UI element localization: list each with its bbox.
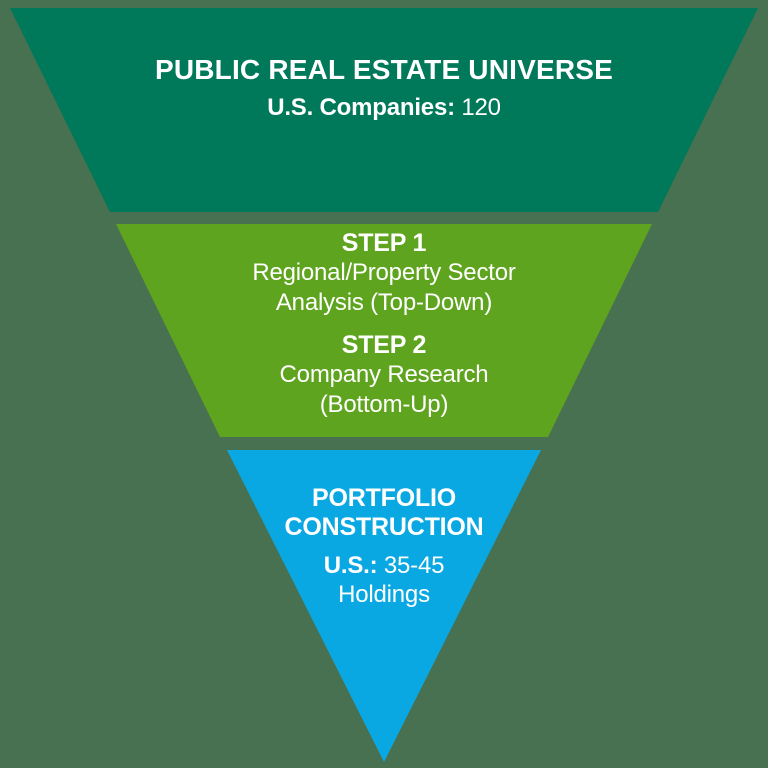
universe-stat-label: U.S. Companies: — [267, 94, 455, 121]
universe-stat: U.S. Companies: 120 — [0, 93, 768, 123]
portfolio-stat: U.S.: 35-45 — [0, 551, 768, 580]
portfolio-stat-label: U.S.: — [323, 552, 378, 579]
step2-text-block: STEP 2 Company Research (Bottom-Up) — [0, 330, 768, 420]
portfolio-title-line1: PORTFOLIO — [311, 484, 457, 512]
step1-line2: Analysis (Top-Down) — [275, 289, 493, 316]
step1-text-block: STEP 1 Regional/Property Sector Analysis… — [0, 228, 768, 318]
portfolio-stat-value: 35-45 — [383, 552, 445, 579]
portfolio-text-block: PORTFOLIO CONSTRUCTION U.S.: 35-45 Holdi… — [0, 484, 768, 609]
step2-label: STEP 2 — [341, 331, 427, 359]
step1-line1: Regional/Property Sector — [252, 259, 516, 286]
tier-steps-shape — [116, 224, 652, 437]
tier-portfolio-shape — [227, 450, 541, 762]
portfolio-title-line2: CONSTRUCTION — [284, 513, 484, 541]
step2-line1: Company Research — [279, 361, 489, 388]
tier-universe-shape — [10, 8, 758, 212]
step1-label: STEP 1 — [341, 229, 427, 257]
universe-text-block: PUBLIC REAL ESTATE UNIVERSE U.S. Compani… — [0, 52, 768, 123]
portfolio-stat-line2: Holdings — [338, 581, 430, 608]
universe-title: PUBLIC REAL ESTATE UNIVERSE — [154, 54, 614, 85]
universe-stat-value: 120 — [461, 94, 501, 121]
step2-line2: (Bottom-Up) — [319, 391, 449, 418]
